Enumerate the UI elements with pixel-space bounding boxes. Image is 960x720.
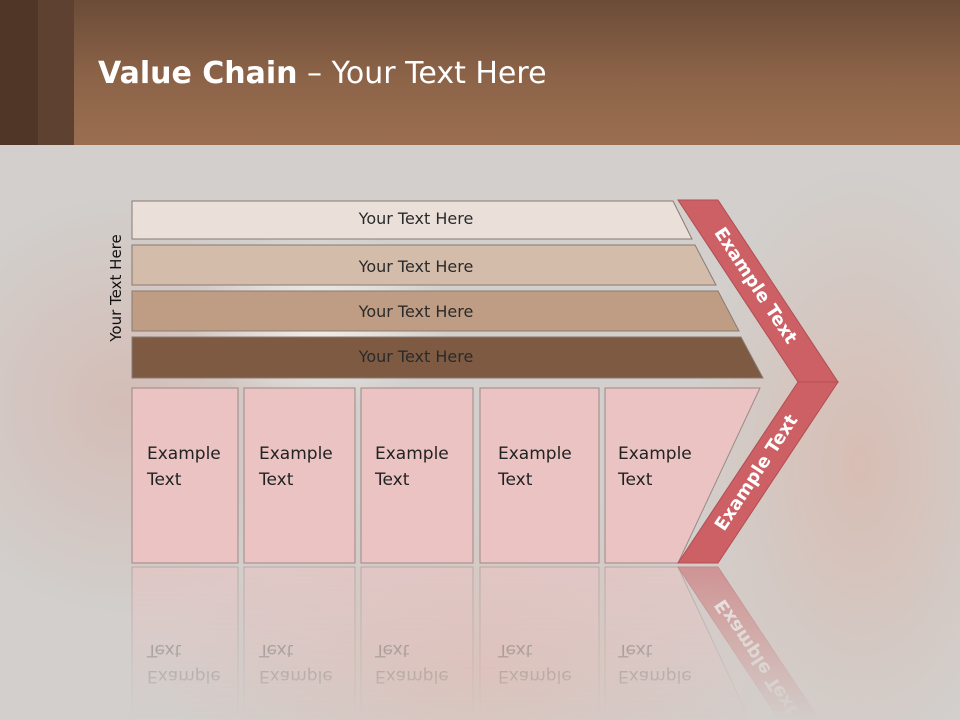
bar-3: Your Text Here [131,290,740,332]
bar-1: Your Text Here [131,200,693,240]
bar-2-shape [131,244,717,286]
cell-4-line1: Example [498,444,572,464]
reflection-cell-5-line1: Example [618,666,692,686]
title-rest-part: – Your Text Here [297,56,547,91]
reflection-cell-5-line2: Text [617,640,653,660]
reflection-cell-1-box [131,566,239,720]
reflection-cell-4: Example Text [479,566,600,720]
cell-2-line1: Example [259,444,333,464]
cell-1-line1: Example [147,444,221,464]
header-bar: Value Chain – Your Text Here [0,0,960,145]
bar-1-label: Your Text Here [358,209,474,228]
cell-5-line2: Text [617,470,653,490]
bar-3-shape [131,290,740,332]
cell-2: Example Text [243,387,356,564]
cell-3-box [360,387,474,564]
bar-1-shape [131,200,693,240]
reflection-cell-3: Example Text [360,566,474,720]
reflection-cell-4-line2: Text [497,640,533,660]
cell-2-box [243,387,356,564]
reflection-cell-2-line2: Text [258,640,294,660]
cell-3-line2: Text [374,470,410,490]
bar-2: Your Text Here [131,244,717,286]
reflection-cell-1-line1: Example [147,666,221,686]
cell-3: Example Text [360,387,474,564]
cell-4: Example Text [479,387,600,564]
header-accent-strip-2 [38,0,74,145]
reflection-cell-4-box [479,566,600,720]
cell-4-box [479,387,600,564]
cell-1-box [131,387,239,564]
bar-4-shape [131,336,764,379]
cell-1-line2: Text [146,470,182,490]
reflection-arrow-lower-segment [677,566,821,720]
reflection-cell-1: Example Text [131,566,239,720]
bar-4-label: Your Text Here [358,347,474,366]
reflection-cell-5: Example Text [604,566,751,720]
cell-1: Example Text [131,387,239,564]
reflection-cell-3-line2: Text [374,640,410,660]
cell-3-line1: Example [375,444,449,464]
reflection-cell-2: Example Text [243,566,356,720]
header-accent-strip [0,0,38,145]
reflection-cell-4-line1: Example [498,666,572,686]
cell-5-line1: Example [618,444,692,464]
cell-row: Example Text Example Text Example Text E… [131,387,761,564]
cell-2-line2: Text [258,470,294,490]
arrow-lower-segment [677,381,839,564]
reflection-cell-2-box [243,566,356,720]
slide-title: Value Chain – Your Text Here [98,56,547,92]
bar-2-label: Your Text Here [358,257,474,276]
bar-4: Your Text Here [131,336,764,379]
title-bold-part: Value Chain [98,56,298,91]
reflection-cell-1-line2: Text [146,640,182,660]
diagram-reflection: Example Text Example Text Example Text E… [131,566,821,720]
reflection-cell-2-line1: Example [259,666,333,686]
bar-3-label: Your Text Here [358,302,474,321]
cell-4-line2: Text [497,470,533,490]
reflection-cell-3-line1: Example [375,666,449,686]
reflection-cell-3-box [360,566,474,720]
